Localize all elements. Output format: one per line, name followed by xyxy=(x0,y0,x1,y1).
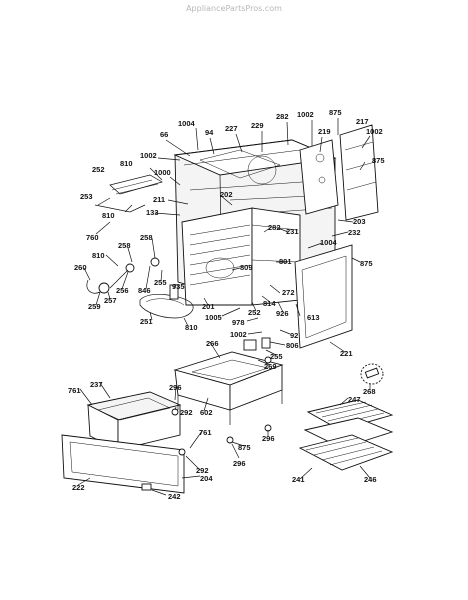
callout-761: 761 xyxy=(68,386,81,395)
callout-237: 237 xyxy=(90,380,103,389)
broil-element xyxy=(94,174,163,213)
callout-926: 926 xyxy=(276,309,289,318)
drawer-support-frame xyxy=(173,351,284,425)
callout-814: 814 xyxy=(263,299,276,308)
callout-292: 292 xyxy=(196,466,209,475)
callout-272: 272 xyxy=(282,288,295,297)
callout-222: 222 xyxy=(72,483,85,492)
callout-256: 256 xyxy=(116,286,129,295)
callout-66: 66 xyxy=(160,130,168,139)
storage-drawer xyxy=(61,391,185,494)
callout-875: 875 xyxy=(372,156,385,165)
terminal-block xyxy=(86,257,179,300)
callout-211: 211 xyxy=(153,195,165,204)
control-bracket xyxy=(299,139,339,215)
callout-229: 229 xyxy=(251,121,264,130)
callout-242: 242 xyxy=(168,492,181,501)
watermark: AppliancePartsPros.com xyxy=(186,4,282,13)
callout-266: 266 xyxy=(206,339,219,348)
callout-202: 202 xyxy=(220,190,233,199)
callout-203: 203 xyxy=(353,217,366,226)
callout-251: 251 xyxy=(140,317,153,326)
callout-875: 875 xyxy=(329,108,342,117)
leader-lines xyxy=(77,118,371,496)
callout-221: 221 xyxy=(340,349,353,358)
callout-247: 247 xyxy=(348,395,361,404)
callout-613: 613 xyxy=(307,313,320,322)
callout-810: 810 xyxy=(102,211,115,220)
callout-232: 232 xyxy=(348,228,361,237)
callout-846: 846 xyxy=(138,286,151,295)
callout-1004: 1004 xyxy=(320,238,338,247)
callout-257: 257 xyxy=(104,296,117,305)
callout-204: 204 xyxy=(200,474,213,483)
callout-252: 252 xyxy=(92,165,105,174)
bake-element xyxy=(139,294,194,319)
callout-269: 269 xyxy=(264,362,277,371)
callout-282: 282 xyxy=(276,112,289,121)
rear-panel xyxy=(339,124,379,221)
callout-1004: 1004 xyxy=(178,119,196,128)
callout-1005: 1005 xyxy=(205,313,222,322)
callout-258: 258 xyxy=(140,233,153,242)
hardware xyxy=(171,337,272,456)
callout-92: 92 xyxy=(290,331,298,340)
callout-219: 219 xyxy=(318,127,331,136)
callout-1002: 1002 xyxy=(297,110,314,119)
callout-282: 282 xyxy=(268,223,281,232)
callout-602: 602 xyxy=(200,408,213,417)
callout-810: 810 xyxy=(92,251,105,260)
callout-1002: 1002 xyxy=(230,330,247,339)
callout-1002: 1002 xyxy=(366,127,383,136)
callout-1000: 1000 xyxy=(154,168,171,177)
callout-94: 94 xyxy=(205,128,214,137)
callout-978: 978 xyxy=(232,318,245,327)
callout-935: 935 xyxy=(172,282,185,291)
part-callouts: 1004 66 94 227 229 282 1002 875 217 219 … xyxy=(68,108,385,501)
callout-292: 292 xyxy=(180,408,193,417)
callout-231: 231 xyxy=(286,227,299,236)
callout-241: 241 xyxy=(292,475,305,484)
callout-875: 875 xyxy=(238,443,251,452)
callout-246: 246 xyxy=(364,475,377,484)
callout-801: 801 xyxy=(279,257,292,266)
callout-260: 260 xyxy=(74,263,87,272)
callout-296: 296 xyxy=(169,383,182,392)
callout-258: 258 xyxy=(118,241,131,250)
callout-296: 296 xyxy=(233,459,246,468)
callout-760: 760 xyxy=(86,233,99,242)
callout-259: 259 xyxy=(88,302,101,311)
callout-296: 296 xyxy=(262,434,275,443)
callout-252: 252 xyxy=(248,308,261,317)
callout-253: 253 xyxy=(80,192,93,201)
callout-268: 268 xyxy=(363,387,376,396)
broil-pan xyxy=(298,363,394,471)
callout-810: 810 xyxy=(120,159,133,168)
callout-761: 761 xyxy=(199,428,212,437)
callout-806: 806 xyxy=(286,341,299,350)
callout-810: 810 xyxy=(185,323,198,332)
callout-875: 875 xyxy=(360,259,373,268)
callout-255: 255 xyxy=(270,352,283,361)
callout-133: 133 xyxy=(146,208,159,217)
callout-201: 201 xyxy=(202,302,215,311)
callout-227: 227 xyxy=(225,124,238,133)
callout-217: 217 xyxy=(356,117,369,126)
side-panel xyxy=(294,244,353,349)
callout-255: 255 xyxy=(154,278,167,287)
callout-1002: 1002 xyxy=(140,151,157,160)
callout-809: 809 xyxy=(240,263,253,272)
